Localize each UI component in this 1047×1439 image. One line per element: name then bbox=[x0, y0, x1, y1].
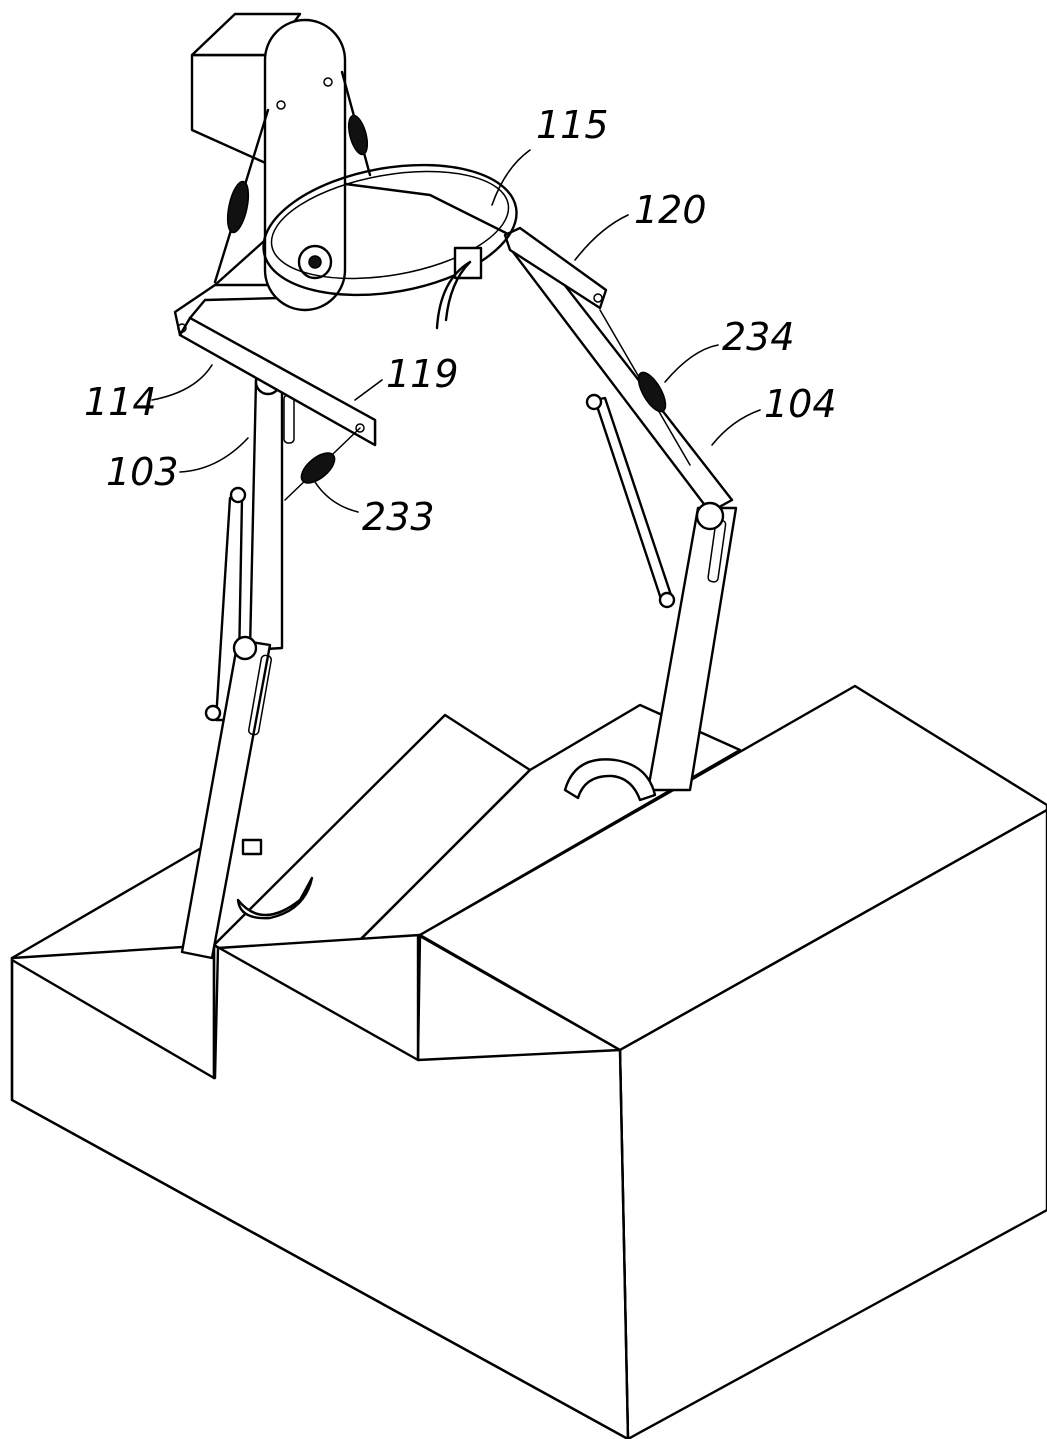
label-114: 114 bbox=[84, 380, 157, 424]
waist-belt bbox=[262, 163, 518, 330]
drive-unit bbox=[190, 12, 372, 312]
right-leg bbox=[508, 236, 738, 802]
motor-box-front bbox=[190, 53, 272, 167]
block-front-face bbox=[10, 933, 630, 1439]
left-actuator-pin-top bbox=[229, 486, 247, 504]
left-hip-arm-119 bbox=[178, 316, 377, 447]
pulley-plate bbox=[263, 18, 347, 312]
pulley-top-hole-2 bbox=[323, 77, 333, 87]
front-step-edge-1 bbox=[10, 958, 216, 1080]
belt-spring-left bbox=[226, 180, 250, 234]
left-arm-hole bbox=[355, 423, 365, 433]
leader-233 bbox=[314, 481, 359, 513]
label-119: 119 bbox=[386, 352, 459, 396]
right-spring-234 bbox=[637, 371, 667, 413]
leader-103 bbox=[179, 437, 249, 473]
right-foot-cup bbox=[563, 758, 657, 802]
leader-234 bbox=[664, 344, 719, 383]
pulley-top-hole bbox=[276, 100, 286, 110]
leader-119 bbox=[354, 379, 383, 401]
leader-115 bbox=[491, 149, 531, 206]
label-234: 234 bbox=[722, 315, 795, 359]
right-shank-bar bbox=[646, 506, 738, 792]
label-103: 103 bbox=[106, 450, 179, 494]
label-233: 233 bbox=[362, 495, 435, 539]
front-step-edge-2 bbox=[212, 933, 622, 1080]
leader-114 bbox=[151, 364, 213, 401]
main-block-vertical-edge bbox=[618, 1048, 630, 1439]
label-115: 115 bbox=[536, 103, 609, 147]
left-knee-pivot bbox=[232, 635, 258, 661]
leader-lines bbox=[151, 149, 761, 513]
reference-numerals: 115 120 234 104 114 119 103 233 bbox=[84, 103, 837, 539]
step-block bbox=[10, 684, 1047, 1439]
leader-120 bbox=[574, 214, 629, 261]
belt-strap-tail-2 bbox=[444, 260, 472, 322]
left-spring-233 bbox=[300, 452, 336, 484]
label-120: 120 bbox=[634, 188, 707, 232]
right-actuator-pin-bottom bbox=[658, 591, 676, 609]
right-hip-frame-120 bbox=[503, 226, 608, 310]
left-foot-cup bbox=[236, 876, 314, 920]
left-thigh-bar bbox=[248, 376, 284, 652]
left-shank-bar bbox=[180, 638, 272, 960]
waist-belt-inner bbox=[270, 170, 510, 280]
left-foot-clip bbox=[241, 838, 263, 856]
belt-spring-right bbox=[347, 114, 369, 156]
hip-joint-center bbox=[308, 255, 322, 269]
belt-strap-tail bbox=[435, 260, 472, 330]
right-knee-pivot bbox=[695, 501, 725, 531]
belt-buckle bbox=[453, 246, 483, 280]
hip-frame bbox=[173, 180, 608, 501]
label-104: 104 bbox=[764, 382, 837, 426]
leader-104 bbox=[711, 409, 761, 446]
left-thigh-slot bbox=[283, 394, 295, 444]
front-bottom-edge bbox=[10, 958, 630, 1439]
left-shank-slot bbox=[248, 654, 272, 736]
right-actuator-pin-top bbox=[585, 393, 603, 411]
left-actuator-pin-bottom bbox=[204, 704, 222, 722]
right-frame-hole bbox=[593, 293, 603, 303]
left-frame-hole bbox=[177, 323, 187, 333]
waist-belt-outer bbox=[262, 163, 518, 297]
